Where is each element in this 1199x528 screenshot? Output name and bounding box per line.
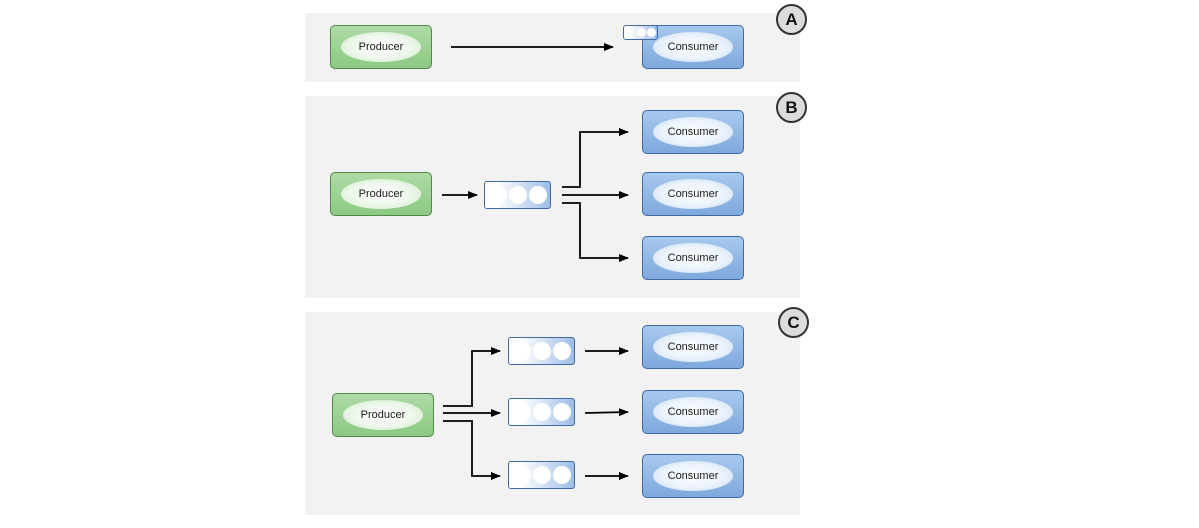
- producer-node-a: Producer: [330, 25, 432, 69]
- producer-node-c: Producer: [332, 393, 434, 437]
- queue-c1: [508, 337, 575, 365]
- consumer-label: Consumer: [653, 397, 733, 427]
- badge-c: C: [778, 307, 809, 338]
- consumer-node-a: Consumer: [642, 25, 744, 69]
- consumer-label: Consumer: [653, 332, 733, 362]
- consumer-node-b2: Consumer: [642, 172, 744, 216]
- badge-a: A: [776, 4, 807, 35]
- consumer-node-c2: Consumer: [642, 390, 744, 434]
- producer-label: Producer: [341, 179, 421, 209]
- consumer-label: Consumer: [653, 179, 733, 209]
- consumer-label: Consumer: [653, 32, 733, 62]
- consumer-label: Consumer: [653, 461, 733, 491]
- queue-a: [623, 25, 658, 40]
- queue-c2: [508, 398, 575, 426]
- consumer-node-c3: Consumer: [642, 454, 744, 498]
- consumer-label: Consumer: [653, 243, 733, 273]
- consumer-label: Consumer: [653, 117, 733, 147]
- consumer-node-b1: Consumer: [642, 110, 744, 154]
- consumer-node-c1: Consumer: [642, 325, 744, 369]
- producer-node-b: Producer: [330, 172, 432, 216]
- producer-label: Producer: [341, 32, 421, 62]
- queue-b: [484, 181, 551, 209]
- queue-c3: [508, 461, 575, 489]
- badge-b: B: [776, 92, 807, 123]
- producer-label: Producer: [343, 400, 423, 430]
- consumer-node-b3: Consumer: [642, 236, 744, 280]
